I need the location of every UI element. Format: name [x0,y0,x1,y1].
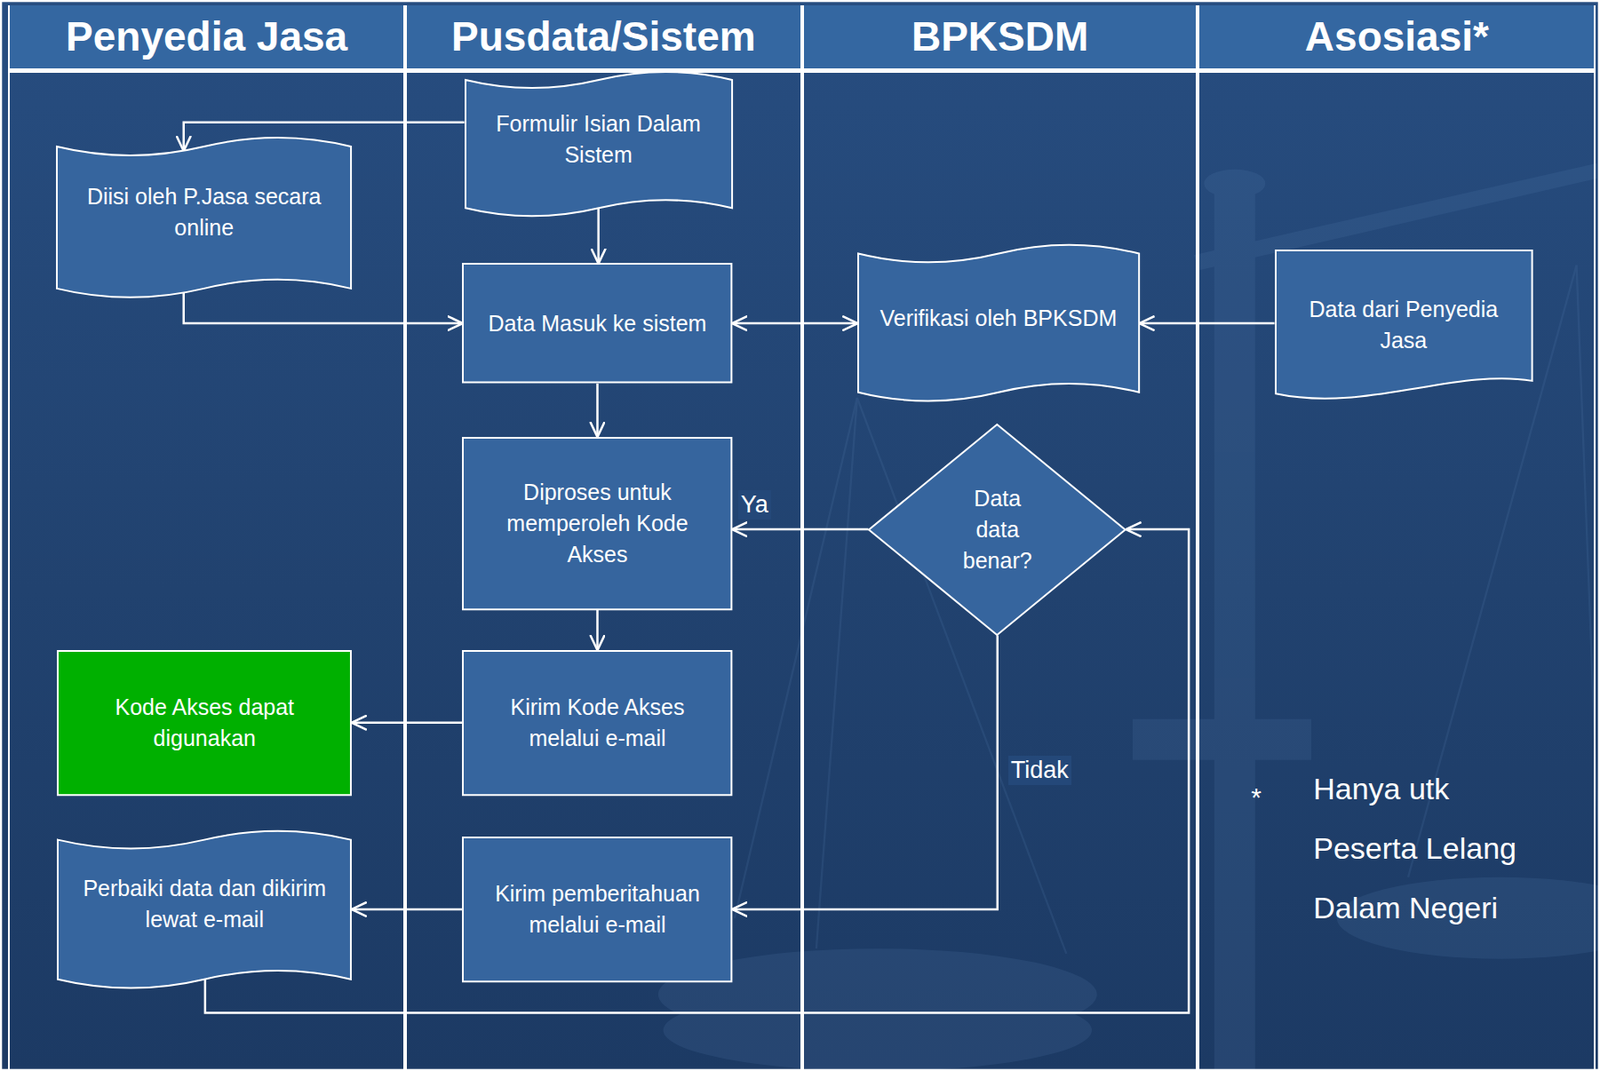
footnote-text: Hanya utk Peserta Lelang Dalam Negeri [1313,759,1546,939]
shape-path [858,245,1139,402]
swimlane: Pusdata/SistemFormulir Isian Dalam Siste… [405,5,803,1071]
connector-arrow [183,292,463,324]
shape-path [1275,250,1533,399]
scales-illustration [658,163,1600,1071]
shape-path [868,424,1126,636]
correction-document: Perbaiki data dan dikirim lewat e-mail [56,822,352,997]
verification-document: Verifikasi oleh BPKSDM [857,236,1140,410]
shape-path [57,831,351,989]
shape-path [462,263,732,383]
swimlane: Penyedia JasaDiisi oleh P.Jasa secara on… [7,5,406,1071]
shape-outline [56,650,352,797]
lane-header: Asosiasi* [1199,5,1594,73]
shape-outline [461,836,733,983]
shape-path [56,137,351,298]
box-text: Perbaiki data dan dikirim lewat e-mail [71,873,337,936]
process-box: Kirim Kode Akses melalui e-mail [461,650,733,797]
process-box: Diproses untuk memperoleh Kode Akses [461,437,733,611]
box-text: Diisi oleh P.Jasa secara online [71,181,337,244]
lane-header: Pusdata/Sistem [406,5,801,73]
connector-arrow [597,208,600,264]
shape-outline [461,650,733,797]
process-box: Data Masuk ke sistem [461,262,733,384]
lane-header: Penyedia Jasa [9,5,404,73]
box-text: Kirim pemberitahuan melalui e-mail [477,878,717,941]
form-document: Formulir Isian Dalam Sistem [464,63,733,224]
box-text: Diproses untuk memperoleh Kode Akses [477,477,717,571]
data-document: Data dari Penyedia Jasa [1274,249,1534,410]
connector-arrow [732,322,858,326]
connector-arrow [351,722,462,725]
edge-label: Ya [738,490,772,519]
lane-title: BPKSDM [911,12,1089,61]
box-text: Formulir Isian Dalam Sistem [479,108,718,171]
shape-path [57,651,351,796]
connector-arrow [596,610,599,651]
edge-label: Tidak [1008,756,1072,785]
shape-path [462,837,732,982]
lane-title: Asosiasi* [1305,12,1489,61]
swimlane: BPKSDM Verifikasi oleh BPKSDM Data data be… [802,5,1199,1071]
shape-path [465,71,733,216]
shape-path [462,437,732,610]
box-text: Data Masuk ke sistem [488,308,708,340]
box-text: Kirim Kode Akses melalui e-mail [477,692,717,755]
connector-arrow [596,383,599,438]
decision-diamond: Data data benar? [867,423,1127,637]
input-document: Diisi oleh P.Jasa secara online [55,128,352,307]
lane-header: BPKSDM [803,5,1197,73]
lane-title: Pusdata/Sistem [451,12,757,61]
footnote-marker: * [1250,767,1262,828]
lane-title: Penyedia Jasa [65,12,348,61]
box-text: Data dari Penyedia Jasa [1289,294,1519,357]
connector-arrow [732,636,998,910]
box-text: Kode Akses dapat digunakan [71,692,337,755]
result-box: Kode Akses dapat digunakan [56,650,352,797]
box-text: Verifikasi oleh BPKSDM [880,302,1118,335]
shape-path [462,651,732,796]
connector-arrow [1139,322,1275,326]
connector-arrow [351,908,462,912]
process-box: Kirim pemberitahuan melalui e-mail [461,836,733,983]
box-text: Data data benar? [955,483,1040,577]
